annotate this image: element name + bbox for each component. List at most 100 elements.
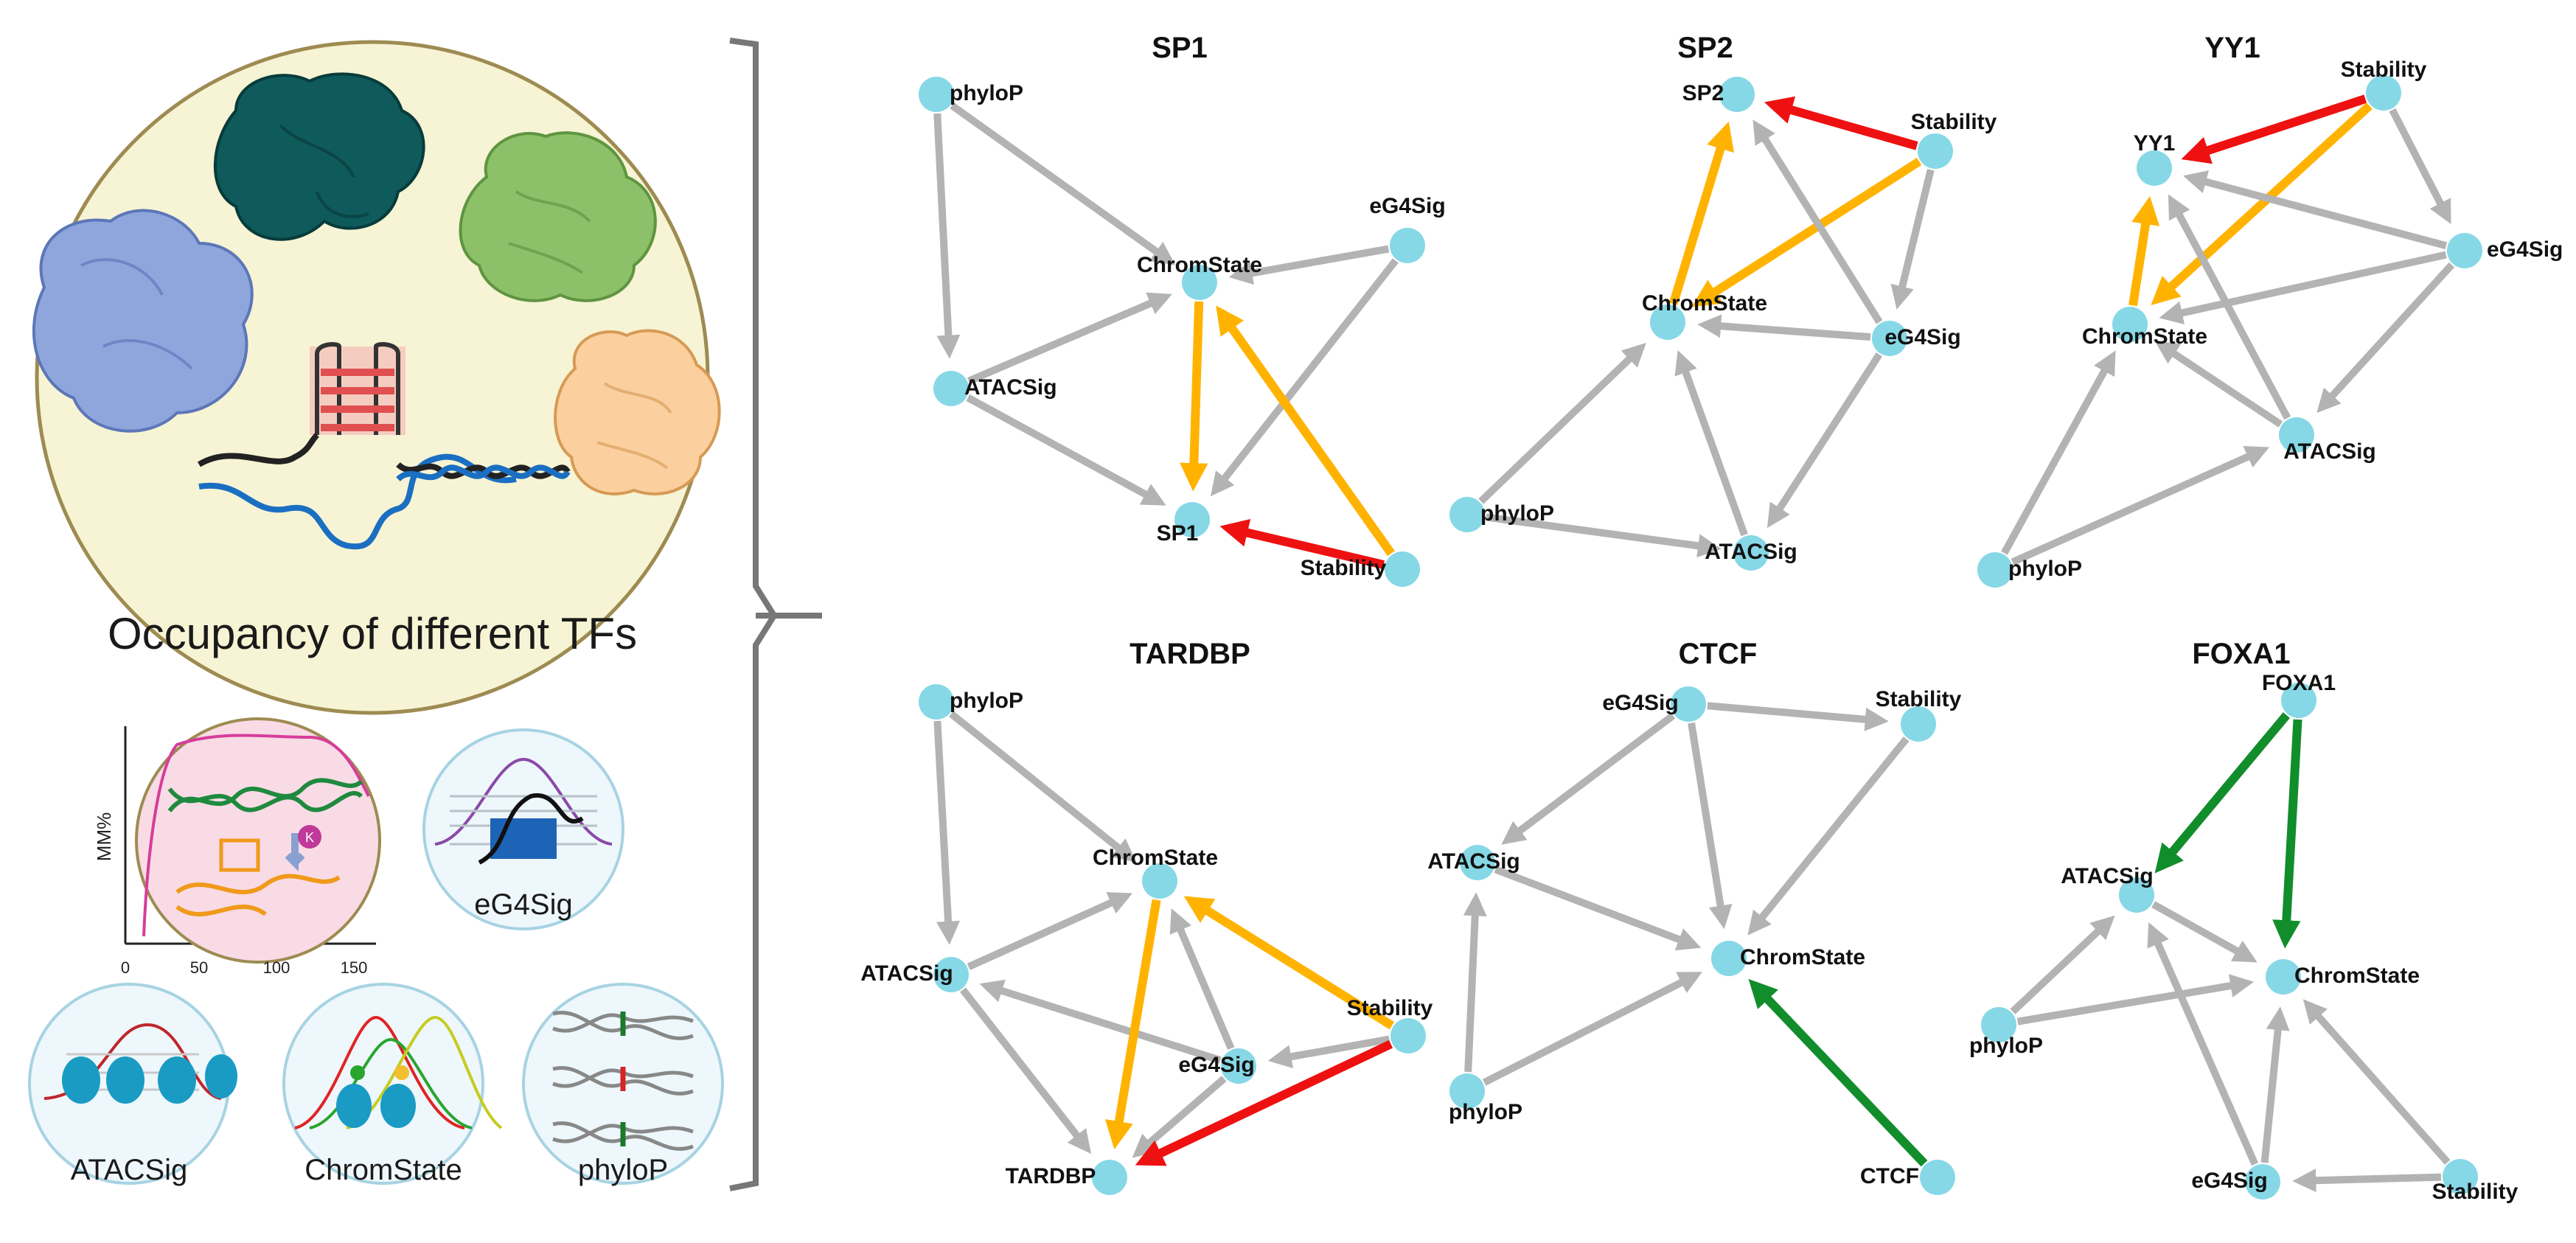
node-atacsig: ATACSig <box>1427 845 1520 880</box>
phylop-circle: phyloP <box>522 983 724 1186</box>
edge-group <box>2001 94 2455 565</box>
node-stability: Stability <box>2432 1159 2518 1204</box>
network-title: SP2 <box>1677 32 1733 64</box>
edge-atacsig-to-tardbp <box>960 987 1092 1155</box>
node-circle <box>1918 133 1953 169</box>
node-label: ATACSig <box>1705 540 1797 564</box>
ion-label: K <box>305 830 314 845</box>
edge-stability-to-sp1 <box>1219 518 1385 569</box>
node-eg4sig: eG4Sig <box>2447 233 2563 268</box>
tf-protein-darkteal-icon <box>213 72 425 241</box>
edge-eg4sig-to-chromstate <box>1697 314 1871 341</box>
node-label: FOXA1 <box>2262 671 2336 695</box>
edge-atacsig-to-chromstate <box>967 292 1172 385</box>
tf-protein-green-icon <box>459 131 657 302</box>
atacsig-caption: ATACSig <box>71 1154 188 1186</box>
edge-stability-to-tardbp <box>1135 1040 1393 1166</box>
edge-eg4sig-to-yy1 <box>2183 170 2448 250</box>
chromstate-caption: ChromState <box>304 1154 462 1186</box>
node-label: eG4Sig <box>1178 1053 1254 1077</box>
edge-phylop-to-chromstate <box>1478 342 1646 504</box>
edge-stability-to-eg4sig <box>1890 169 1935 310</box>
node-circle <box>1449 497 1485 532</box>
edge-atacsig-to-chromstate <box>2154 341 2283 428</box>
node-label: TARDBP <box>1006 1164 1096 1188</box>
node-circle <box>2119 877 2154 913</box>
node-circle <box>1449 1073 1485 1109</box>
node-chromstate: ChromState <box>2082 307 2207 349</box>
node-circle <box>1920 1160 1955 1195</box>
nucleosome-icon <box>43 1023 237 1104</box>
network-yy1: YY1StabilityYY1eG4SigChromStateATACSigph… <box>1977 32 2563 588</box>
edge-eg4sig-to-atacsig <box>979 979 1222 1064</box>
node-label: ATACSig <box>2283 439 2376 464</box>
node-circle <box>1872 321 1907 356</box>
node-label: Stability <box>1876 687 1962 711</box>
node-stability: Stability <box>1347 996 1433 1054</box>
node-circle <box>1385 551 1420 587</box>
edge-atacsig-to-chromstate <box>1674 349 1748 537</box>
network-title: CTCF <box>1679 638 1758 670</box>
node-foxa1: FOXA1 <box>2262 671 2336 718</box>
node-circle <box>2443 1159 2478 1194</box>
node-label: Stability <box>1347 996 1433 1020</box>
edge-stability-to-chromstate <box>1747 737 1910 936</box>
eg4sig-caption: eG4Sig <box>474 888 572 921</box>
edge-stability-to-chromstate <box>1183 896 1395 1030</box>
node-phylop: phyloP <box>1969 1007 2043 1058</box>
chromstate-circle: ChromState <box>282 983 503 1186</box>
node-label: phyloP <box>2008 557 2082 581</box>
node-label: ChromState <box>1642 291 1767 316</box>
edge-chromstate-to-tardbp <box>1104 899 1161 1150</box>
node-chromstate: ChromState <box>1642 291 1767 340</box>
edge-stability-to-eg4sig <box>2292 1169 2442 1193</box>
edge-stability-to-eg4sig <box>1267 1035 1390 1069</box>
node-label: phyloP <box>1969 1034 2043 1058</box>
edge-foxa1-to-chromstate <box>2272 719 2302 949</box>
node-phylop: phyloP <box>919 684 1023 720</box>
node-circle <box>1733 535 1769 571</box>
phylop-caption: phyloP <box>578 1154 668 1186</box>
edge-eg4sig-to-sp2 <box>1752 119 1883 324</box>
node-circle <box>1671 686 1706 722</box>
edge-group <box>933 102 1399 569</box>
edge-eg4sig-to-chromstate <box>1228 245 1390 285</box>
mm-xtick: 150 <box>341 958 368 977</box>
node-atacsig: ATACSig <box>2061 864 2154 913</box>
edge-group <box>1478 96 1935 558</box>
node-eg4sig: eG4Sig <box>2191 1164 2280 1200</box>
dna-helix-icon <box>197 433 571 550</box>
node-label: SP2 <box>1682 81 1724 105</box>
node-sp2: SP2 <box>1682 77 1755 112</box>
node-circle <box>1711 941 1747 976</box>
node-label: ChromState <box>1137 253 1262 277</box>
node-label: ChromState <box>1093 846 1218 870</box>
node-circle <box>1092 1160 1127 1195</box>
node-atacsig: ATACSig <box>933 371 1057 406</box>
network-sp1: SP1phyloPChromStateeG4SigATACSigSP1Stabi… <box>919 32 1446 587</box>
node-label: ATACSig <box>860 961 953 986</box>
edge-eg4sig-to-atacsig <box>1501 712 1676 845</box>
edge-eg4sig-to-sp1 <box>1210 258 1399 497</box>
edge-stability-to-sp2 <box>1764 96 1918 150</box>
node-label: phyloP <box>1480 501 1554 526</box>
eg4sig-circle: eG4Sig <box>422 728 624 930</box>
node-label: Stability <box>2432 1180 2518 1204</box>
node-chromstate: ChromState <box>1093 846 1218 899</box>
node-label: ATACSig <box>1427 849 1520 874</box>
network-sp2: SP2SP2StabilityChromStateeG4SigphyloPATA… <box>1449 32 1997 571</box>
node-sp1: SP1 <box>1157 502 1210 546</box>
node-label: eG4Sig <box>1602 691 1678 715</box>
node-circle <box>1142 863 1177 899</box>
signal-peak-icon <box>434 757 613 865</box>
edge-eg4sig-to-chromstate <box>2260 1006 2290 1163</box>
edge-phylop-to-atacsig <box>1463 892 1487 1073</box>
network-panels: SP1phyloPChromStateeG4SigATACSigSP1Stabi… <box>860 32 2563 1204</box>
edge-eg4sig-to-chromstate <box>1169 908 1235 1051</box>
node-circle <box>1977 552 2013 588</box>
tf-protein-blue-icon <box>32 209 254 433</box>
node-circle <box>1390 1018 1426 1054</box>
edge-phylop-to-atacsig <box>2010 915 2115 1014</box>
edge-atacsig-to-yy1 <box>2168 194 2291 420</box>
grouping-bracket <box>729 38 822 1191</box>
